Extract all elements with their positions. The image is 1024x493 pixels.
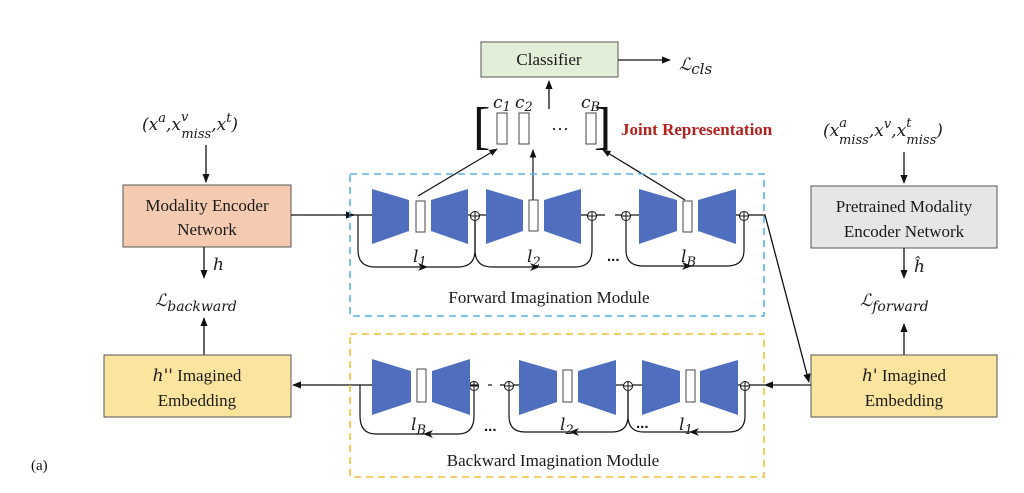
bottleneck [685,369,696,403]
forward-lB-label: lB [681,247,696,270]
encoder-trapezoid [372,359,411,415]
link-l1-to-c1 [417,148,498,197]
pretrained-label-line2: Encoder Network [844,222,965,241]
bottleneck [682,200,693,233]
backward-imagination-module: Backward Imagination Module [349,333,765,478]
loss-backward: ℒbackward [155,291,237,315]
joint-slot-1 [496,112,508,145]
pretrained-label-line1: Pretrained Modality [836,197,973,216]
arrow-forward-to-hprime [760,214,811,383]
link-lB-to-cB [602,149,686,201]
forward-l2-label: l2 [527,247,541,270]
encoder-trapezoid [372,189,409,244]
decoder-trapezoid [698,189,736,244]
bottleneck [416,368,427,403]
backward-ellipsis-2: ... [636,415,649,432]
joint-representation-label: Joint Representation [621,120,773,139]
joint-slot-2 [518,112,530,145]
hdd-label-line2: Embedding [158,391,237,410]
backward-block-l1: l1 ... [627,360,765,438]
h-hat-label: ĥ [914,256,925,277]
loss-cls: ℒcls [679,55,712,78]
modality-encoder-box: Modality Encoder Network [122,184,292,248]
h-label: h [213,255,224,275]
decoder-trapezoid [432,359,470,415]
backward-ellipsis-1: ... [484,418,497,435]
forward-block-1: l1 [344,189,480,271]
joint-slot-B [585,112,597,145]
hprime-label-line1: h' Imagined [862,366,947,386]
c2-label: c2 [515,93,533,115]
h-prime-box: h' Imagined Embedding [810,354,998,418]
hprime-label-line2: Embedding [865,391,944,410]
classifier-box: Classifier [480,41,619,78]
backward-l1-label: l1 [679,415,693,438]
bracket-open: [ [473,98,490,155]
encoder-trapezoid [639,189,677,244]
hdd-label-line1: h'' Imagined [153,366,242,386]
bottleneck [562,369,573,403]
h-double-prime-box: h'' Imagined Embedding [103,354,292,418]
encoder-trapezoid [519,360,557,415]
backward-block-lB: lB [352,359,479,438]
backward-lB-label: lB [411,415,426,438]
decoder-trapezoid [578,360,616,415]
bracket-close: ] [594,98,611,155]
pretrained-encoder-box: Pretrained Modality Encoder Network [810,185,998,249]
encoder-label-line1: Modality Encoder [145,196,269,215]
figure-label: (a) [31,458,48,474]
loss-forward: ℒforward [860,291,929,315]
bottleneck [528,199,539,232]
joint-ellipsis: ··· [551,119,569,139]
forward-ellipsis: ... [607,248,620,265]
decoder-trapezoid [700,360,738,415]
forward-block-2: l2 [474,189,605,271]
encoder-label-line2: Network [177,220,237,239]
forward-l1-label: l1 [413,247,427,270]
classifier-label: Classifier [516,50,581,69]
decoder-trapezoid [544,189,581,244]
backward-l2-label: l2 [560,415,574,438]
forward-module-title: Forward Imagination Module [448,288,649,307]
forward-block-B: lB [621,189,760,270]
encoder-trapezoid [486,189,523,244]
joint-representation: [ ] c1 c2 cB ··· Joint Representation [473,93,773,155]
backward-module-title: Backward Imagination Module [447,451,659,470]
backward-block-l2: l2 [500,360,633,438]
cB-label: cB [581,93,600,115]
c1-label: c1 [493,93,511,115]
bottleneck [415,200,426,233]
forward-imagination-module: Forward Imagination Module [349,173,765,317]
decoder-trapezoid [431,189,468,244]
encoder-trapezoid [642,360,680,415]
